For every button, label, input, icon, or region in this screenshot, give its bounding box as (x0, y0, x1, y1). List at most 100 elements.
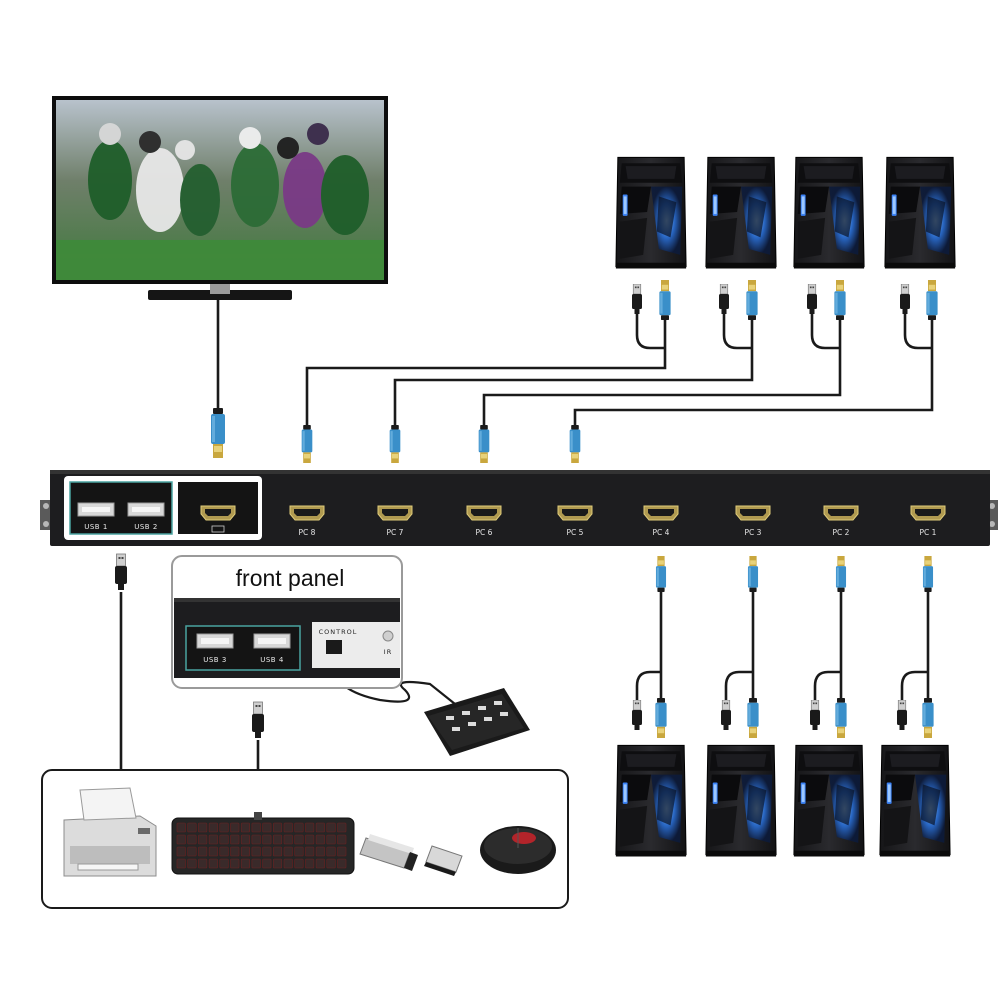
keyboard-key (294, 822, 304, 833)
pc-tower-icon (615, 156, 687, 270)
keyboard-key (305, 846, 315, 857)
mouse-icon (480, 826, 556, 874)
keyboard-key (219, 834, 229, 845)
pc-port-4: PC 4 (643, 505, 679, 537)
keyboard-key (251, 834, 261, 845)
pc-tower-icon (793, 744, 865, 858)
keyboard-key (208, 834, 218, 845)
pc-port-label: PC 1 (920, 528, 937, 537)
monitor (52, 96, 388, 300)
keyboard-icon (171, 812, 355, 875)
pc-tower-icon (705, 744, 777, 858)
pc-cable-connectors-top (631, 280, 938, 320)
kvm-switch-rear: USB 1 USB 2 PC 8 PC 7 PC 6 PC 5 PC 4 PC … (40, 470, 998, 546)
peripherals-box (41, 769, 569, 909)
pc-tower-icon (615, 744, 687, 858)
keyboard-key (187, 846, 197, 857)
keyboard-key (283, 858, 293, 869)
keyboard-key (208, 846, 218, 857)
keyboard-key (272, 834, 283, 845)
keyboard-key (294, 846, 304, 857)
cable-lines (119, 300, 934, 770)
keyboard-key (230, 846, 240, 857)
keyboard-key (337, 834, 347, 845)
usb-port-label: USB 1 (84, 523, 108, 531)
usb-port-label: USB 4 (260, 656, 284, 664)
keyboard-key (187, 822, 197, 833)
keyboard-key (230, 834, 240, 845)
keyboard-key (219, 858, 229, 869)
keyboard-key (305, 858, 315, 869)
keyboard-key (315, 834, 325, 845)
keyboard-key (305, 822, 315, 833)
keyboard-key (219, 822, 229, 833)
keyboard-key (251, 822, 261, 833)
pc-port-1: PC 1 (910, 505, 946, 537)
keyboard-key (176, 834, 186, 845)
pc-towers-top (615, 156, 956, 270)
keyboard-key (262, 834, 272, 845)
keyboard-key (198, 846, 208, 857)
keyboard-key (240, 834, 250, 845)
keyboard-key (240, 846, 250, 857)
keyboard-key (187, 834, 197, 845)
keyboard-key (198, 834, 208, 845)
rear-usb-port-2: USB 2 (127, 502, 165, 531)
control-port (326, 640, 342, 654)
rear-usb-port-1: USB 1 (77, 502, 115, 531)
keyboard-key (262, 822, 272, 833)
keyboard-key (337, 822, 347, 833)
keyboard-key (176, 846, 186, 857)
keyboard-key (283, 834, 293, 845)
keyboard-key (262, 846, 272, 857)
pc-port-label: PC 2 (833, 528, 850, 537)
keyboard-key (230, 822, 240, 833)
keyboard-key (337, 858, 347, 869)
keyboard-key (272, 858, 283, 869)
pc-port-label: PC 4 (653, 528, 670, 537)
keyboard-key (240, 858, 250, 869)
keyboard-key (240, 822, 250, 833)
pc-tower-icon (884, 156, 956, 270)
keyboard-key (283, 822, 293, 833)
keyboard-key (305, 834, 315, 845)
keyboard-key (198, 822, 208, 833)
pc-port-8: PC 8 (289, 505, 325, 537)
ir-sensor-icon (382, 630, 394, 642)
printer-icon (63, 787, 157, 877)
pc-port-2: PC 2 (823, 505, 859, 537)
keyboard-key (294, 834, 304, 845)
pc-port-label: PC 6 (476, 528, 493, 537)
keyboard-key (315, 858, 325, 869)
front-usb-port-3: USB 3 (196, 633, 234, 664)
keyboard-key (262, 858, 272, 869)
keyboard-key (315, 822, 325, 833)
pc-port-label: PC 5 (567, 528, 584, 537)
pc-port-label: PC 8 (299, 528, 316, 537)
keyboard-key (198, 858, 208, 869)
front-panel-title: front panel (236, 565, 345, 591)
pc-port-5: PC 5 (557, 505, 593, 537)
keyboard-key (272, 822, 283, 833)
keyboard-key (230, 858, 240, 869)
keyboard-key (251, 858, 261, 869)
keyboard-key (326, 846, 336, 857)
keyboard-key (208, 858, 218, 869)
pc-tower-icon (879, 744, 951, 858)
front-usb-port-4: USB 4 (253, 633, 291, 664)
pc-tower-icon (793, 156, 865, 270)
pc-port-label: PC 3 (745, 528, 762, 537)
pc-towers-bottom (615, 744, 951, 858)
keyboard-key (294, 858, 304, 869)
pc-port-label: PC 7 (387, 528, 404, 537)
pc-port-6: PC 6 (466, 505, 502, 537)
keyboard-key (337, 846, 347, 857)
usb-flash-drive-icon (359, 834, 463, 876)
pc-tower-icon (705, 156, 777, 270)
keyboard-key (208, 822, 218, 833)
pc-port-3: PC 3 (735, 505, 771, 537)
keyboard-key (176, 822, 186, 833)
keyboard-key (187, 858, 197, 869)
keyboard-key (326, 822, 336, 833)
